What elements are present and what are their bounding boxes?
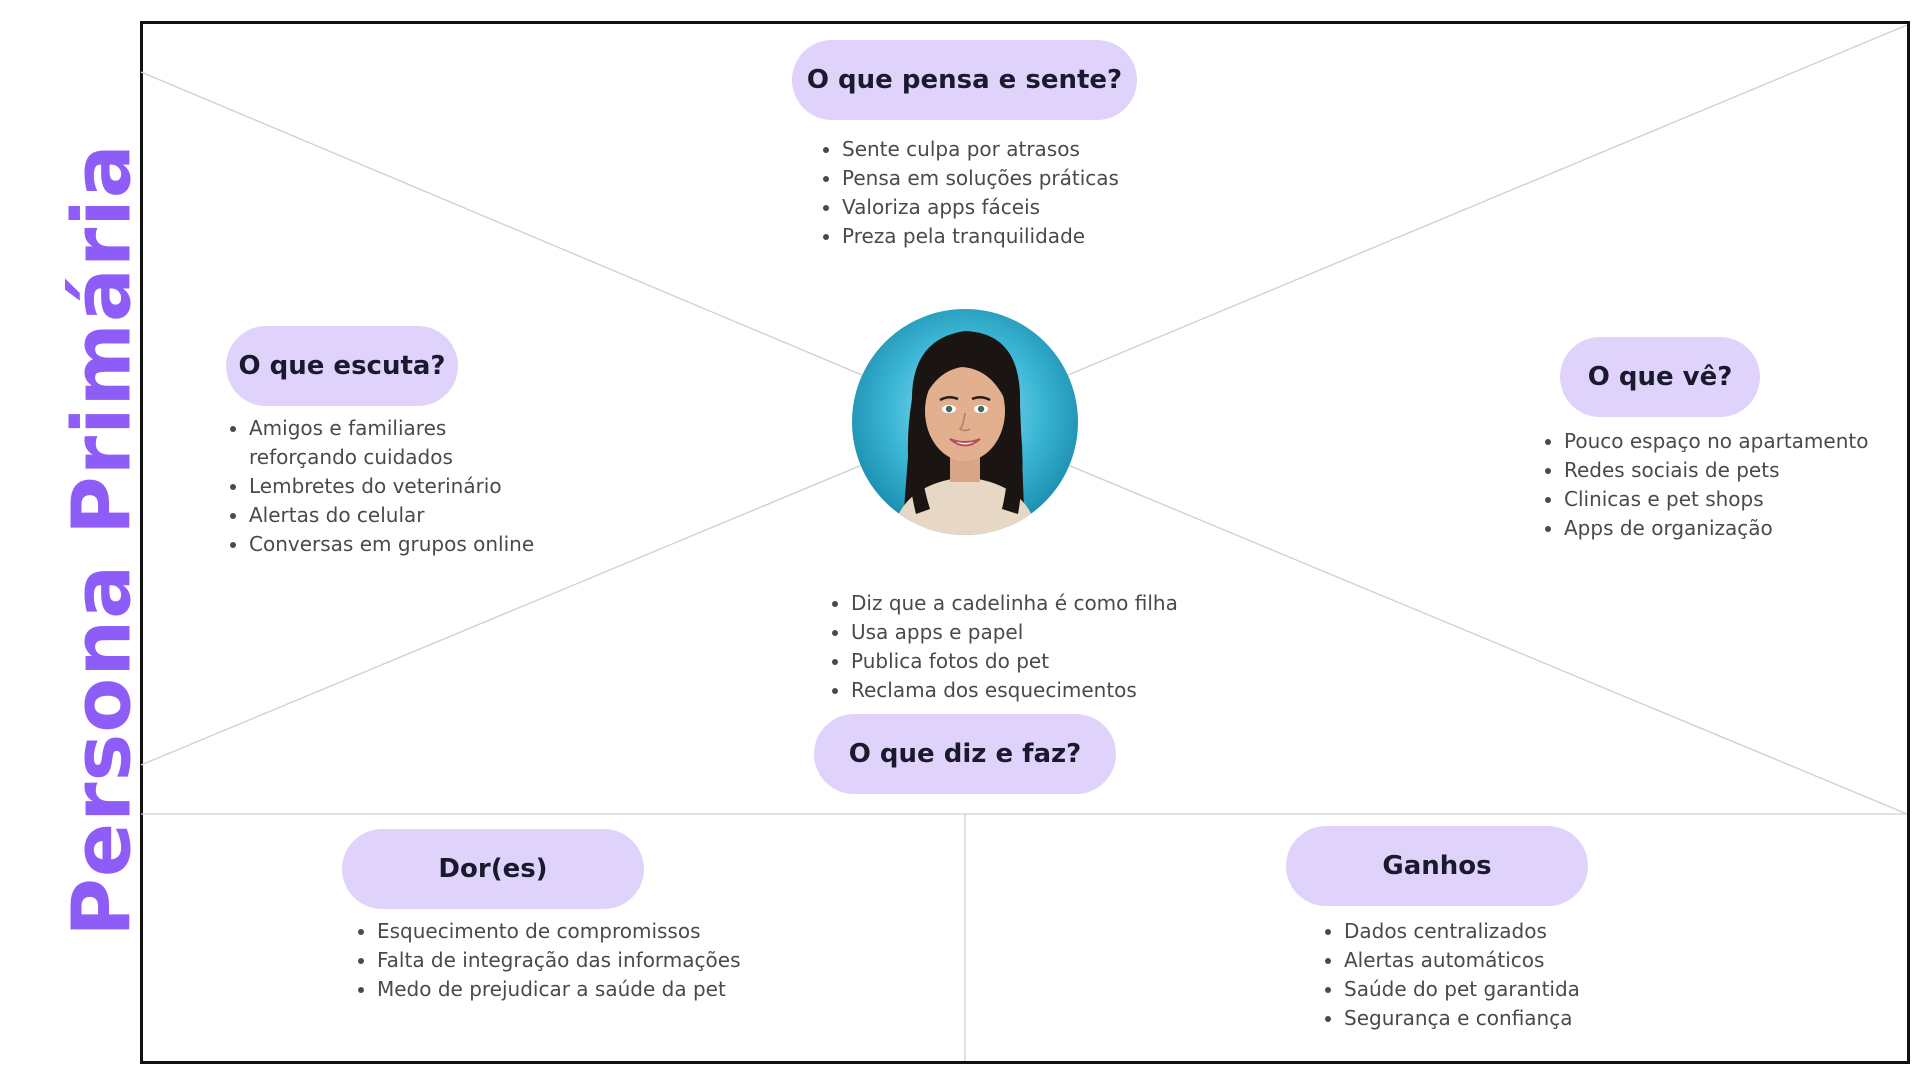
persona-avatar bbox=[852, 309, 1078, 535]
list-item: Dados centralizados bbox=[1344, 917, 1664, 946]
list-item: Clinicas e pet shops bbox=[1564, 485, 1904, 514]
list-item: Segurança e confiança bbox=[1344, 1004, 1664, 1033]
sees-heading: O que vê? bbox=[1560, 337, 1760, 417]
map-frame bbox=[140, 21, 1910, 1064]
thinks-feels-heading: O que pensa e sente? bbox=[792, 40, 1137, 120]
list-item: Alertas automáticos bbox=[1344, 946, 1664, 975]
thinks-feels-list: Sente culpa por atrasos Pensa em soluçõe… bbox=[818, 135, 1222, 251]
pains-heading: Dor(es) bbox=[342, 829, 644, 909]
says-does-list: Diz que a cadelinha é como filha Usa app… bbox=[827, 589, 1231, 705]
list-item: Apps de organização bbox=[1564, 514, 1904, 543]
pains-list: Esquecimento de compromissos Falta de in… bbox=[353, 917, 797, 1004]
sees-list: Pouco espaço no apartamento Redes sociai… bbox=[1540, 427, 1904, 543]
list-item: Pensa em soluções práticas bbox=[842, 164, 1222, 193]
list-item: Valoriza apps fáceis bbox=[842, 193, 1222, 222]
list-item: Usa apps e papel bbox=[851, 618, 1231, 647]
list-item: Falta de integração das informações bbox=[377, 946, 797, 975]
list-item: Conversas em grupos online bbox=[249, 530, 549, 559]
list-item: Diz que a cadelinha é como filha bbox=[851, 589, 1231, 618]
hears-heading: O que escuta? bbox=[226, 326, 458, 406]
list-item: Sente culpa por atrasos bbox=[842, 135, 1222, 164]
diagonal-bottom-right bbox=[1067, 464, 1908, 815]
gains-list: Dados centralizados Alertas automáticos … bbox=[1320, 917, 1664, 1033]
list-item: Amigos e familiares reforçando cuidados bbox=[249, 414, 549, 472]
list-item: Lembretes do veterinário bbox=[249, 472, 549, 501]
list-item: Reclama dos esquecimentos bbox=[851, 676, 1231, 705]
diagonal-bottom-left bbox=[140, 464, 863, 766]
list-item: Publica fotos do pet bbox=[851, 647, 1231, 676]
persona-portrait-icon bbox=[852, 309, 1078, 535]
list-item: Medo de prejudicar a saúde da pet bbox=[377, 975, 797, 1004]
list-item: Alertas do celular bbox=[249, 501, 549, 530]
list-item: Saúde do pet garantida bbox=[1344, 975, 1664, 1004]
list-item: Esquecimento de compromissos bbox=[377, 917, 797, 946]
gains-heading: Ganhos bbox=[1286, 826, 1588, 906]
diagonal-top-right bbox=[1067, 24, 1908, 376]
list-item: Pouco espaço no apartamento bbox=[1564, 427, 1904, 456]
diagonal-top-left bbox=[140, 71, 863, 376]
list-item: Redes sociais de pets bbox=[1564, 456, 1904, 485]
says-does-heading: O que diz e faz? bbox=[814, 714, 1116, 794]
list-item: Preza pela tranquilidade bbox=[842, 222, 1222, 251]
hears-list: Amigos e familiares reforçando cuidados … bbox=[225, 414, 549, 559]
